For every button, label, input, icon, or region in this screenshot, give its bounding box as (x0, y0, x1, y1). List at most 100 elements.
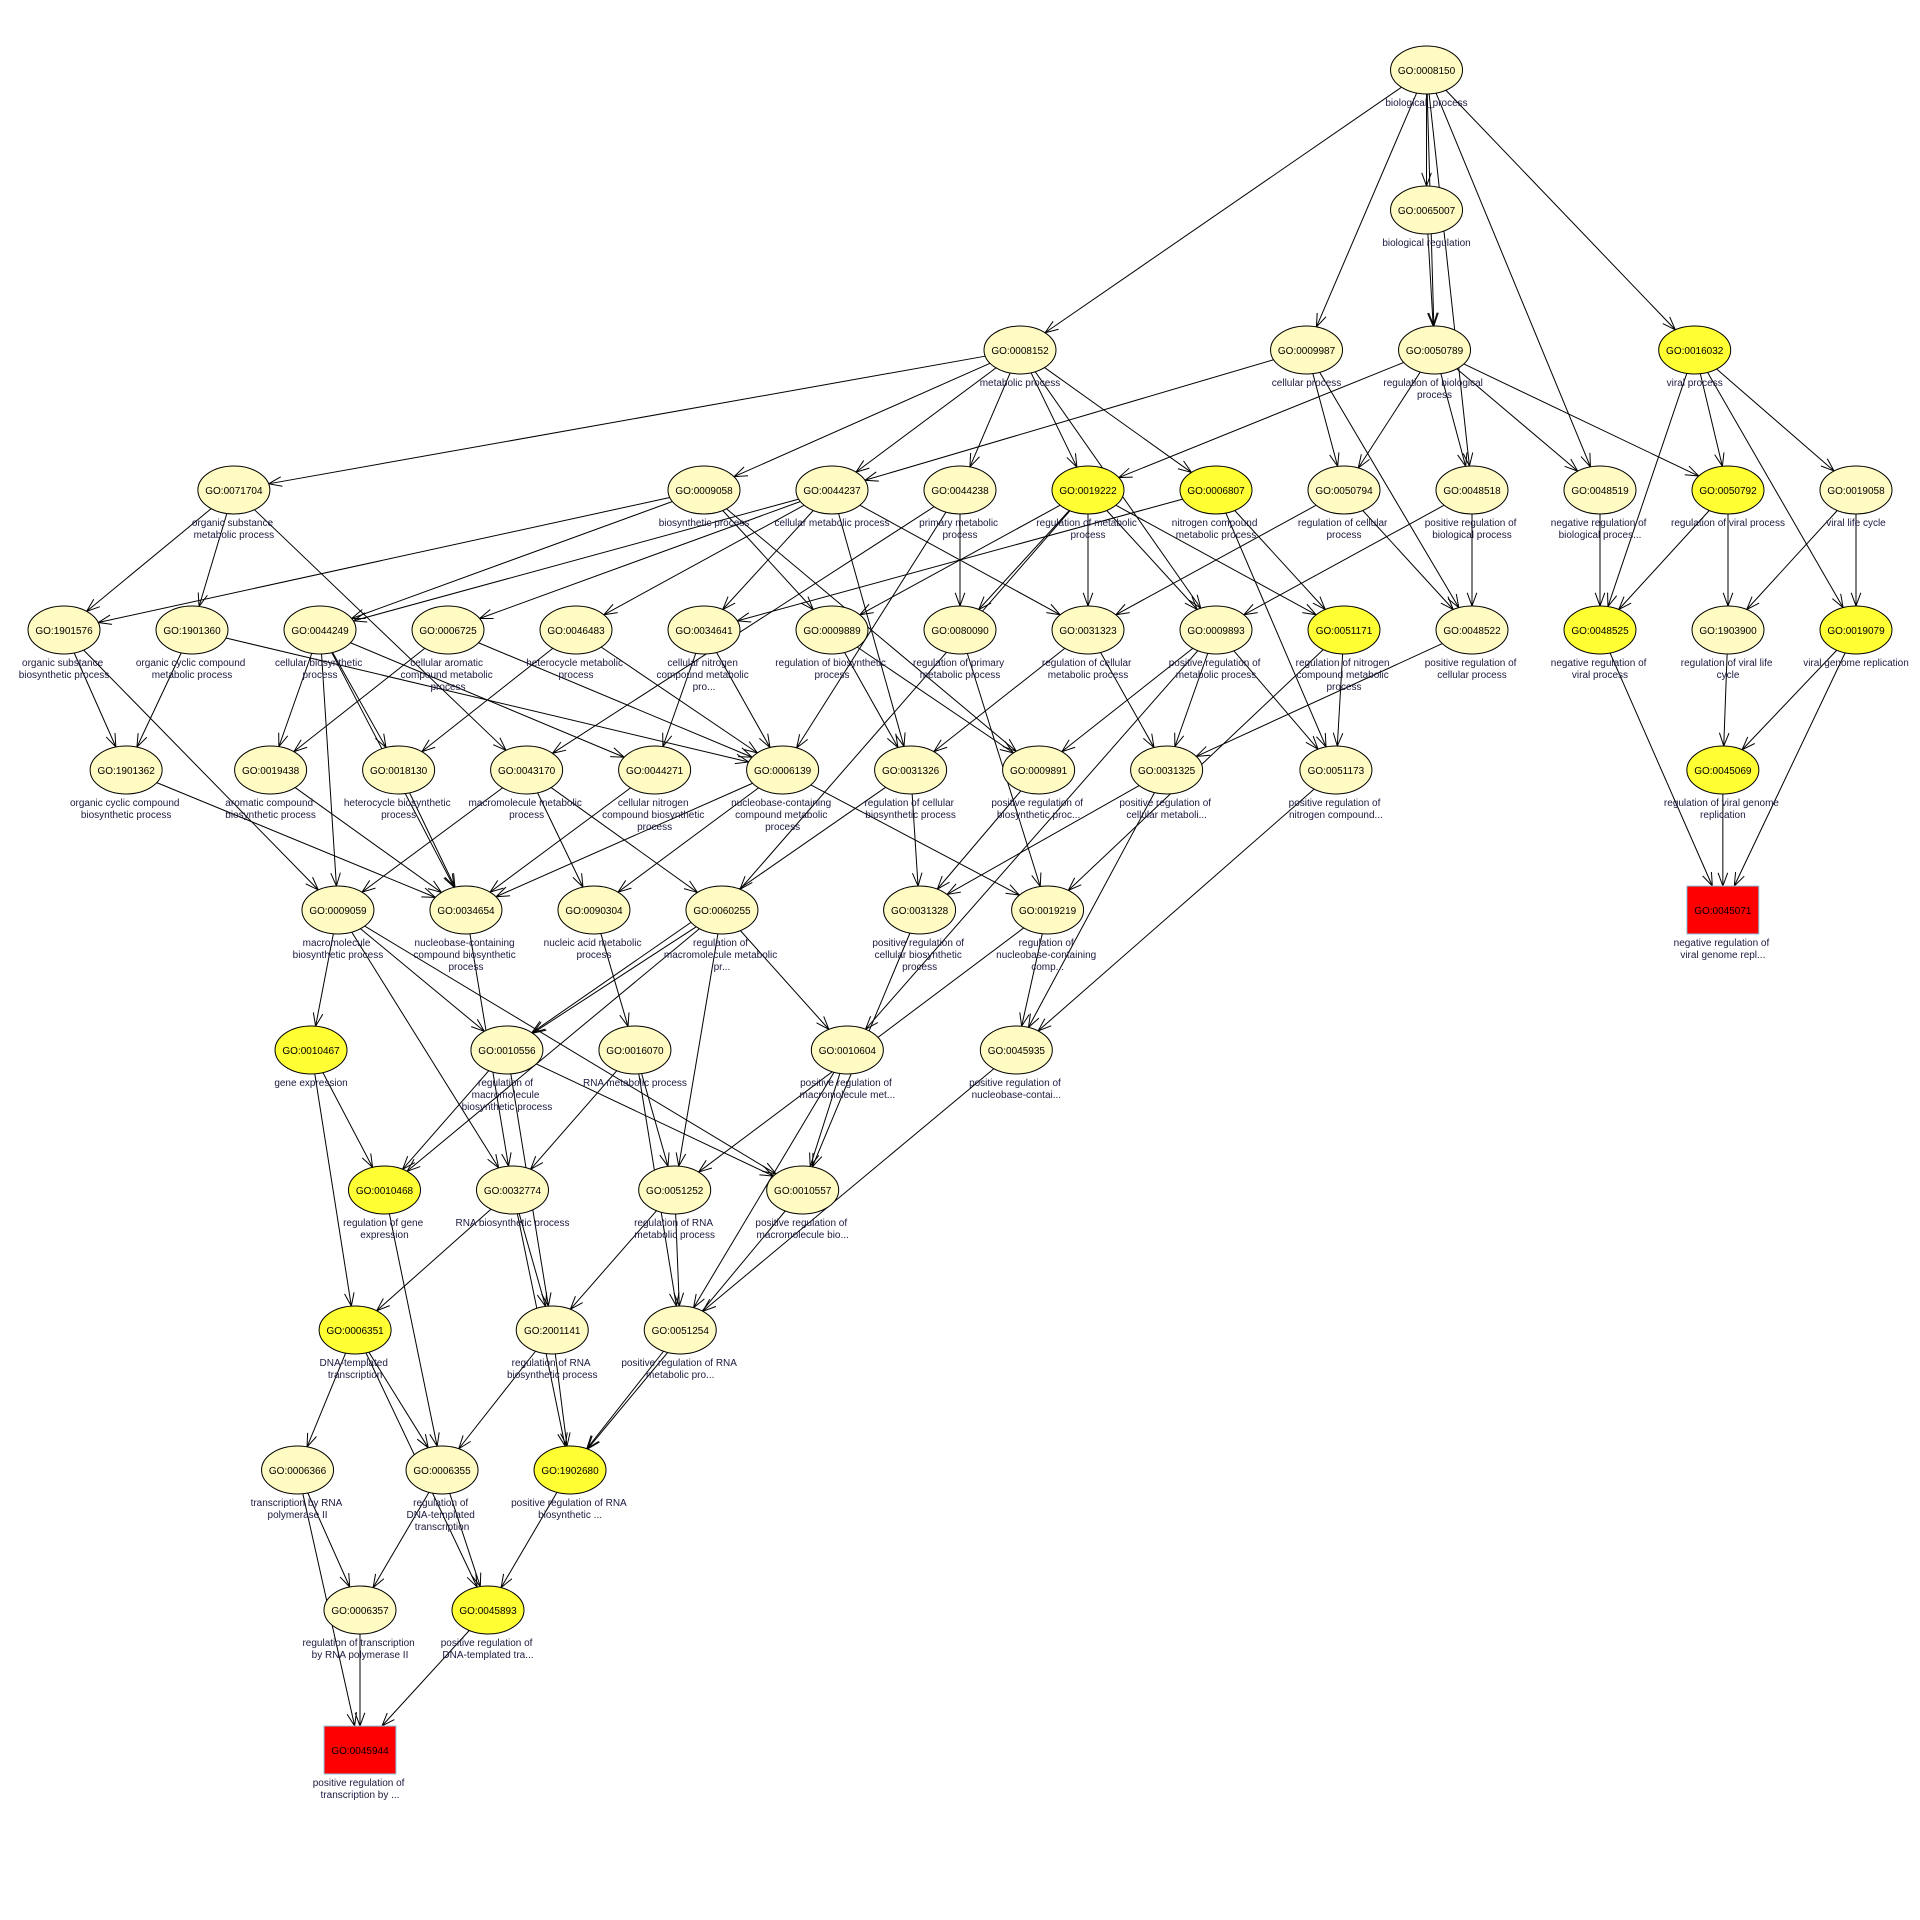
node-ellipse[interactable] (923, 605, 997, 655)
node-ellipse[interactable] (197, 465, 271, 515)
node-ellipse[interactable] (362, 745, 436, 795)
node-ellipse[interactable] (1691, 605, 1765, 655)
node-ellipse[interactable] (1002, 745, 1076, 795)
node-ellipse[interactable] (883, 885, 957, 935)
node-ellipse[interactable] (1307, 605, 1381, 655)
node-ellipse[interactable] (766, 1165, 840, 1215)
node-ellipse[interactable] (1563, 605, 1637, 655)
node-ellipse[interactable] (557, 885, 631, 935)
node-ellipse[interactable] (1179, 605, 1253, 655)
node-ellipse[interactable] (261, 1445, 335, 1495)
node-ellipse[interactable] (1563, 465, 1637, 515)
node-ellipse[interactable] (490, 745, 564, 795)
node-ellipse[interactable] (1130, 745, 1204, 795)
node-ellipse[interactable] (155, 605, 229, 655)
node-ellipse[interactable] (1686, 745, 1760, 795)
node-ellipse[interactable] (318, 1305, 392, 1355)
node-ellipse[interactable] (274, 1025, 348, 1075)
node-ellipse[interactable] (1051, 605, 1125, 655)
node-ellipse[interactable] (1398, 325, 1472, 375)
node-ellipse[interactable] (638, 1165, 712, 1215)
node-ellipse[interactable] (643, 1305, 717, 1355)
node-ellipse[interactable] (234, 745, 308, 795)
node-box[interactable] (323, 1725, 397, 1775)
node-ellipse[interactable] (283, 605, 357, 655)
node-ellipse[interactable] (746, 745, 820, 795)
node-box[interactable] (1686, 885, 1760, 935)
node-ellipse[interactable] (983, 325, 1057, 375)
node-ellipse[interactable] (685, 885, 759, 935)
node-ellipse[interactable] (347, 1165, 421, 1215)
node-ellipse[interactable] (533, 1445, 607, 1495)
node-ellipse[interactable] (27, 605, 101, 655)
node-ellipse[interactable] (1435, 465, 1509, 515)
node-ellipse[interactable] (618, 745, 692, 795)
node-ellipse[interactable] (598, 1025, 672, 1075)
node-ellipse[interactable] (1390, 185, 1464, 235)
node-ellipse[interactable] (1179, 465, 1253, 515)
node-ellipse[interactable] (667, 605, 741, 655)
node-ellipse[interactable] (515, 1305, 589, 1355)
node-ellipse[interactable] (475, 1165, 549, 1215)
node-ellipse[interactable] (810, 1025, 884, 1075)
node-ellipse[interactable] (1051, 465, 1125, 515)
node-ellipse[interactable] (323, 1585, 397, 1635)
node-ellipse[interactable] (874, 745, 948, 795)
node-ellipse[interactable] (667, 465, 741, 515)
node-ellipse[interactable] (1307, 465, 1381, 515)
node-ellipse[interactable] (795, 605, 869, 655)
node-ellipse[interactable] (451, 1585, 525, 1635)
node-ellipse[interactable] (89, 745, 163, 795)
